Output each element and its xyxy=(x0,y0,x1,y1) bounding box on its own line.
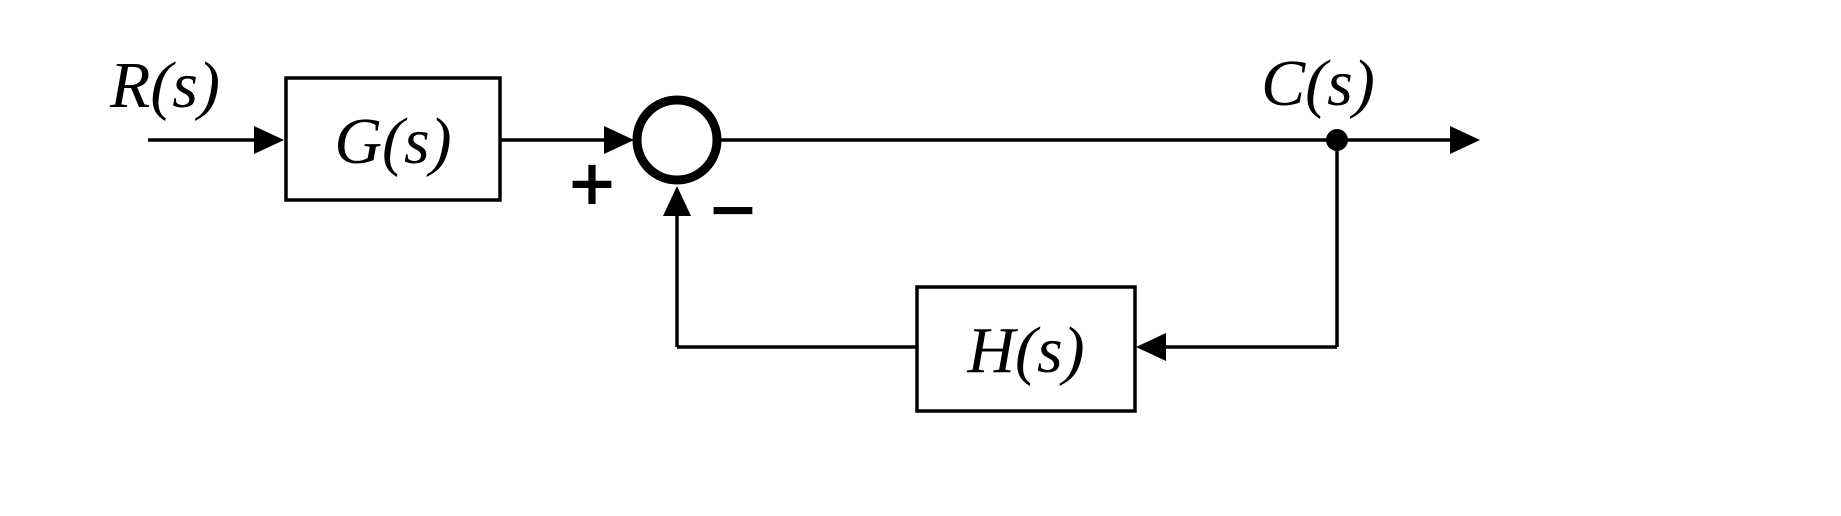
forward-block-label: G(s) xyxy=(334,105,451,178)
input-signal-label: R(s) xyxy=(109,49,220,122)
arrowhead-into-forward-block xyxy=(254,126,284,154)
feedback-block xyxy=(915,285,1137,413)
arrowhead-into-feedback-block xyxy=(1136,333,1166,361)
summing-junction xyxy=(632,95,722,185)
feedback-block-label: H(s) xyxy=(966,314,1084,387)
arrowhead-into-sum-left xyxy=(604,126,634,154)
arrowhead-output xyxy=(1450,126,1480,154)
output-signal-label: C(s) xyxy=(1261,47,1375,120)
plus-sign: + xyxy=(566,146,618,219)
minus-sign: − xyxy=(707,172,759,245)
arrowhead-into-sum-bottom xyxy=(663,186,691,216)
